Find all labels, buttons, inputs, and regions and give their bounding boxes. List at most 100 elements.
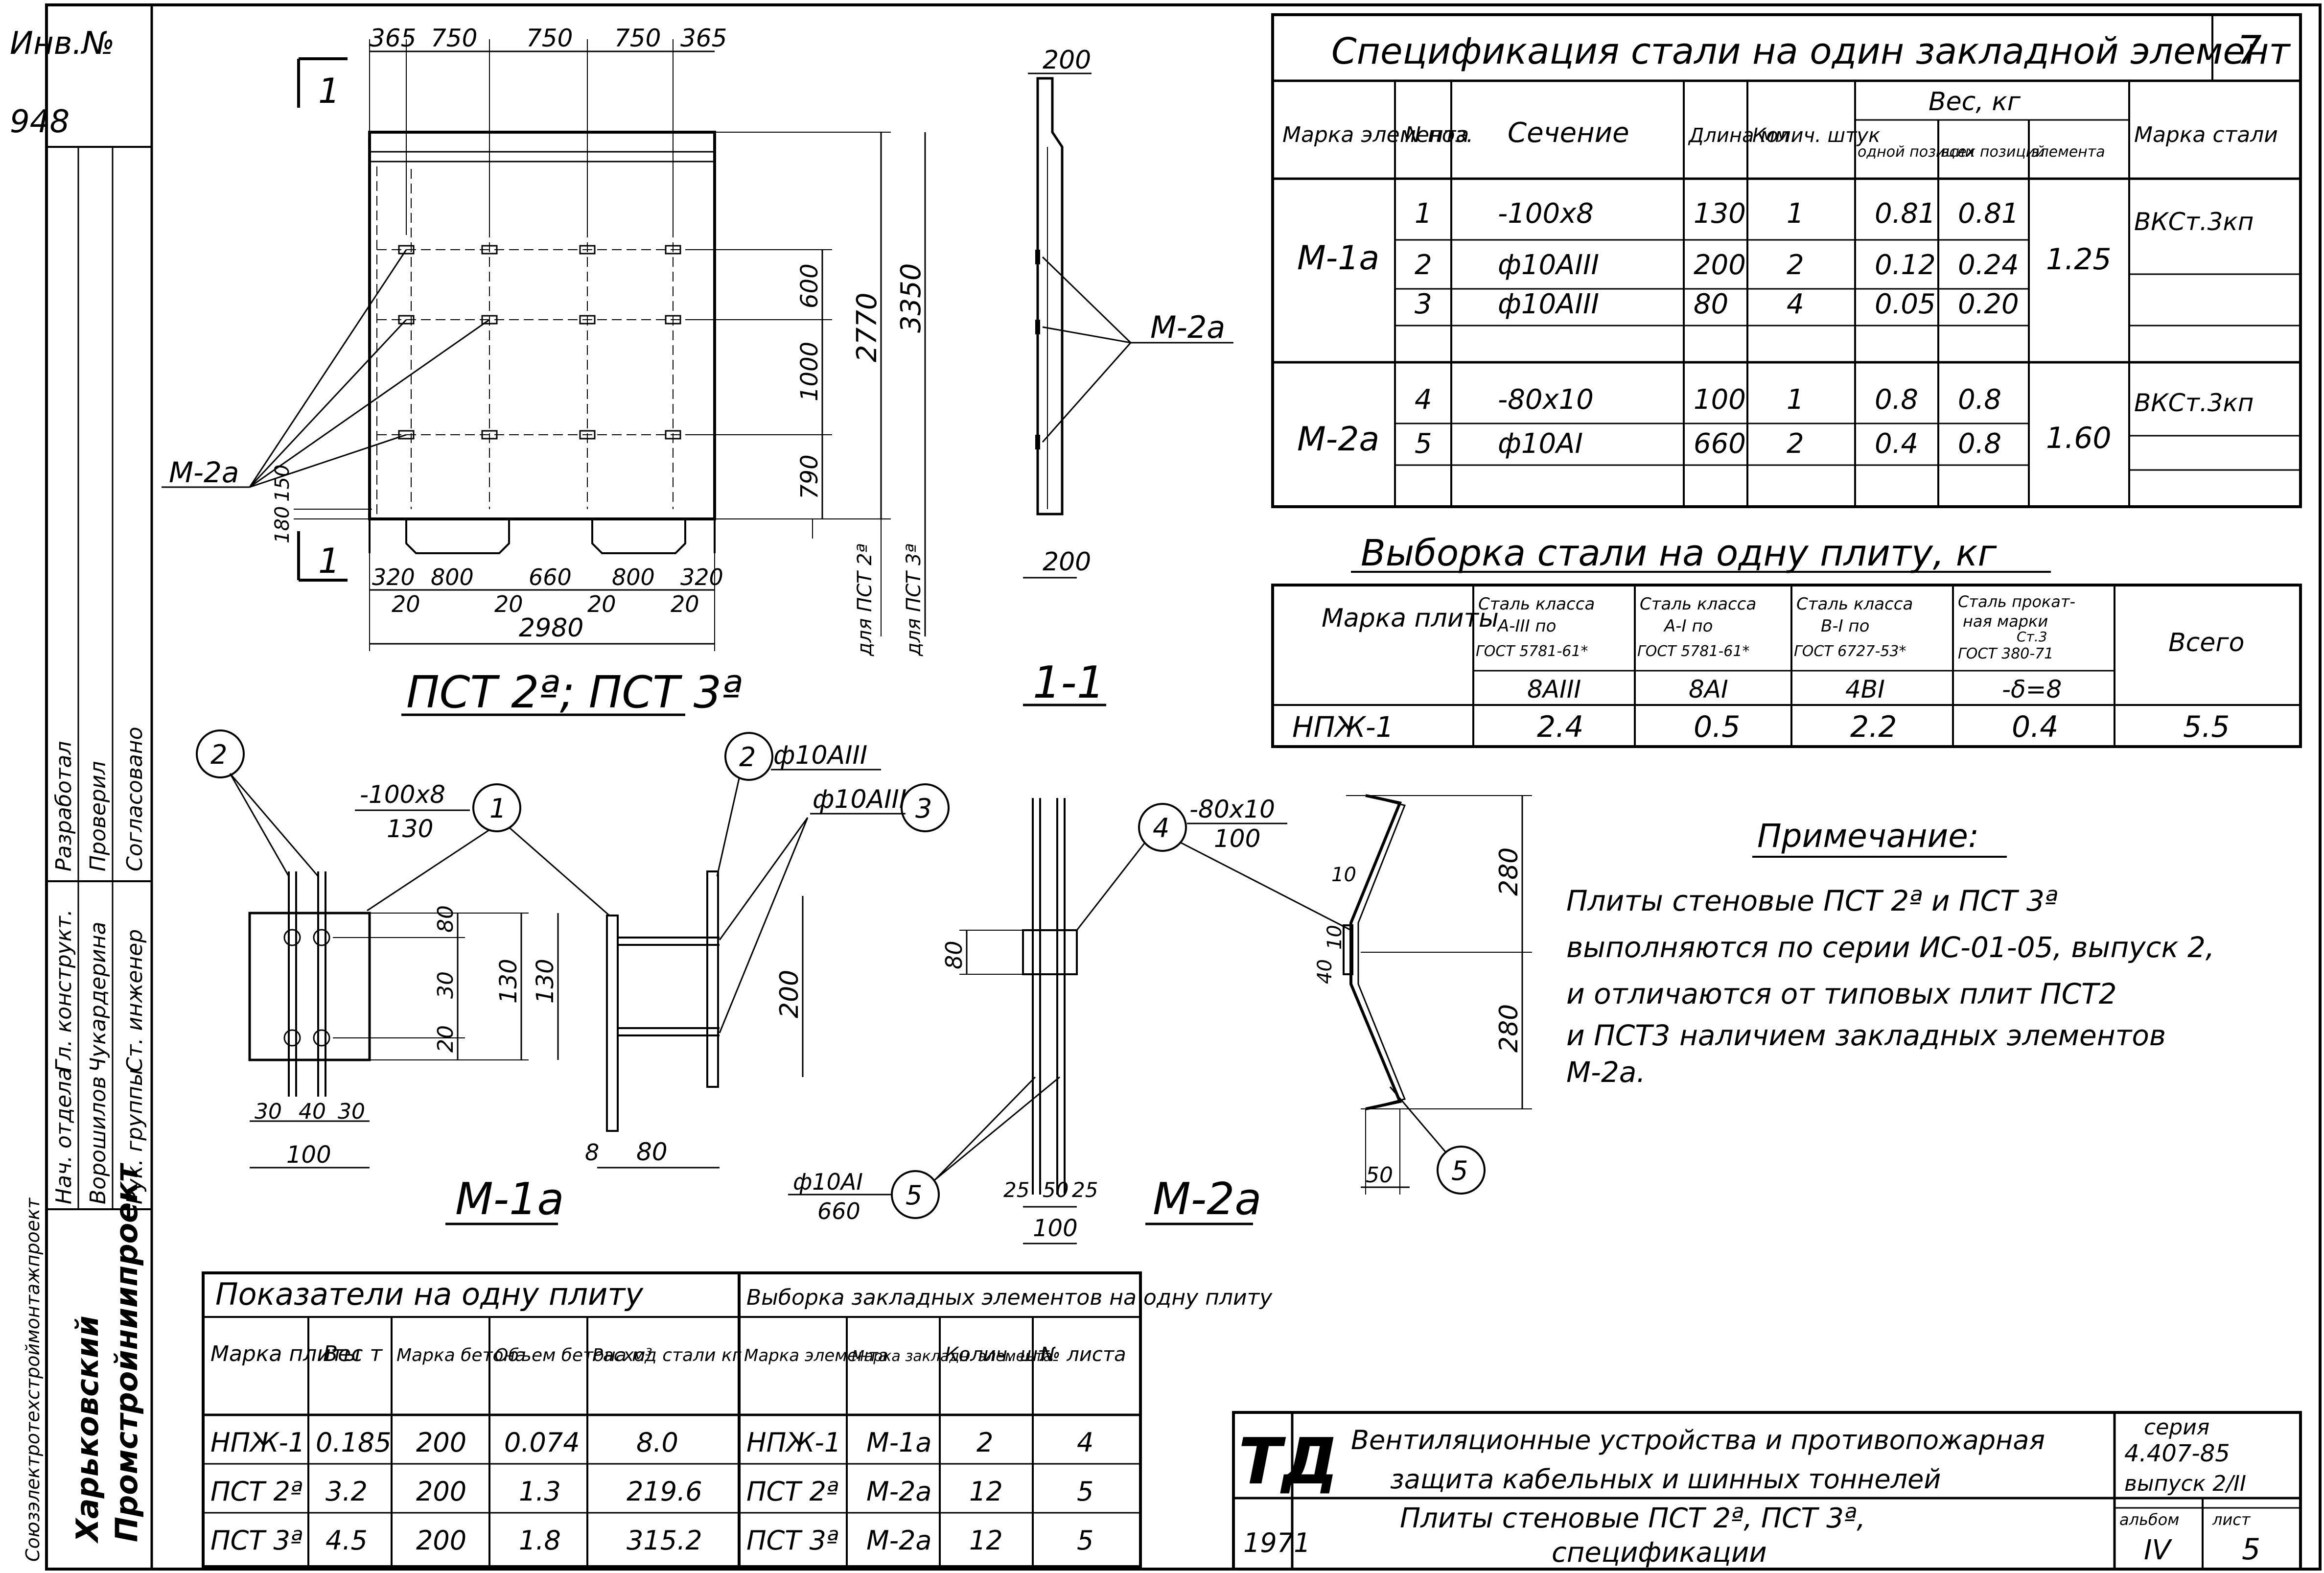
dim-right-3: 790 (796, 454, 823, 499)
ind-r2-c4: 1.3 (519, 1476, 561, 1507)
sel-sub-1: 8АIII (1527, 675, 1581, 704)
ind-title: Показатели на одну плиту (215, 1276, 644, 1312)
emb-r2-c4: 5 (1077, 1476, 1093, 1507)
steel-m2a: ВКСт.3кп (2134, 389, 2254, 417)
ind-r2-c1: ПСТ 2ª (210, 1476, 302, 1507)
sel-h1-b: А-III по (1497, 616, 1556, 636)
label-m2a-right: М-2а (1150, 309, 1225, 345)
ind-h-4: Объем бетона м³ (494, 1345, 652, 1365)
wall-1: 0.81 (1958, 198, 2019, 230)
sec-3: ф10АIII (1498, 288, 1599, 320)
role-2: Гл. конструкт. (51, 909, 76, 1072)
m1a-pos-2: 2 (210, 739, 227, 770)
dim-right-2: 1000 (796, 342, 823, 401)
emb-r3-c3: 12 (969, 1525, 1003, 1556)
sel-h3-b: В-I по (1821, 616, 1869, 636)
h-w-all: всех позиций (1941, 143, 2045, 161)
sel-h4-b: ная марки (1963, 612, 2048, 631)
role-1: Нач. отдела (51, 1068, 76, 1204)
m2a-pos-5: 5 (906, 1180, 922, 1211)
dim-top-4: 750 (614, 24, 661, 52)
wall-2: 0.24 (1958, 249, 2019, 281)
album-no: IV (2144, 1534, 2173, 1566)
main-title: ПСТ 2ª; ПСТ 3ª (406, 667, 742, 718)
elem-weight-m1a: 1.25 (2046, 242, 2112, 277)
m1a-bx-1: 30 (255, 1099, 282, 1124)
dim-top-3: 750 (526, 24, 573, 52)
sheet-label: лист (2212, 1510, 2251, 1529)
ind-h-2: Вес т (323, 1341, 383, 1366)
sec-5: ф10АI (1498, 428, 1583, 460)
sub-line-1: Плиты стеновые ПСТ 2ª, ПСТ 3ª, (1400, 1503, 1865, 1534)
h-section: Сечение (1508, 117, 1629, 149)
m1a-bx-2: 40 (299, 1099, 326, 1124)
sel-sub-2: 8АI (1689, 675, 1728, 704)
section-mark-bottom: 1 (318, 541, 340, 581)
emb-h-1: Марка элемента (744, 1346, 888, 1365)
sel-h4-d: ГОСТ 380-71 (1958, 645, 2053, 662)
dim-total: 2980 (519, 613, 583, 643)
dim-bot2-4: 20 (671, 591, 699, 617)
wone-2: 0.12 (1875, 249, 1936, 281)
h-steel: Марка стали (2134, 122, 2278, 147)
m1a-d80: 80 (433, 905, 458, 933)
role-3: Рук. группы (122, 1069, 147, 1204)
h-length: Длина мм (1688, 124, 1790, 147)
detail-m2a: 80 4 -80х10 100 ф10АI 660 5 25 50 25 100… (788, 794, 1532, 1244)
m2a-d10b: 10 (1324, 925, 1346, 950)
ind-r2-c2: 3.2 (325, 1476, 368, 1507)
dim-150: 150 (271, 465, 294, 502)
spec-title: Спецификация стали на один закладной эле… (1331, 30, 2291, 72)
h-w-elem: элемента (2031, 143, 2105, 161)
role-4: Ст. инженер (122, 929, 147, 1072)
spec-table: Спецификация стали на один закладной эле… (1271, 13, 2302, 508)
dim-top-5: 365 (680, 24, 727, 52)
emb-h-3: Колич. шт. (945, 1343, 1055, 1366)
h-pos: N поз. (1405, 122, 1473, 147)
steel-m1a: ВКСт.3кп (2134, 208, 2254, 236)
dim-top-2: 750 (431, 24, 477, 52)
len-4: 100 (1694, 384, 1746, 416)
section-title: 1-1 (1033, 657, 1105, 708)
h-mark: Марка элемента (1282, 122, 1469, 147)
wone-3: 0.05 (1875, 288, 1936, 320)
note-title: Примечание: (1757, 817, 1979, 855)
emb-r3-c4: 5 (1077, 1525, 1093, 1556)
ind-r3-c4: 1.8 (519, 1525, 561, 1556)
inv-number: 948 (10, 104, 70, 140)
sel-row-c3: 2.2 (1850, 710, 1897, 744)
note-line-3: и отличаются от типовых плит ПСТ2 (1566, 977, 2117, 1010)
ind-r1-c3: 200 (416, 1427, 466, 1458)
selection-table: Выборка стали на одну плиту, кг Марка пл… (1271, 532, 2302, 748)
sel-sub-4: -δ=8 (2002, 675, 2062, 704)
m1a-pl-len: 130 (387, 815, 433, 843)
sheet-no: 5 (2242, 1532, 2260, 1567)
sel-row-c2: 0.5 (1694, 710, 1740, 744)
ind-h-1: Марка плиты (210, 1341, 360, 1366)
note-line-5: М-2а. (1566, 1056, 1646, 1089)
emb-r2-c2: М-2а (866, 1476, 932, 1507)
m2a-pl: -80х10 (1189, 795, 1275, 823)
ind-r3-c2: 4.5 (325, 1525, 368, 1556)
emb-h-2: Марка закладн. элемента (852, 1348, 1052, 1365)
extra-2: Проверил (86, 761, 111, 871)
ind-r3-c1: ПСТ 3ª (210, 1525, 302, 1556)
dim-bot2-3: 20 (587, 591, 616, 617)
sel-h3-a: Сталь класса (1796, 594, 1913, 614)
series-no: 4.407-85 (2124, 1440, 2230, 1467)
pos-3: 3 (1415, 288, 1432, 320)
note-line-1: Плиты стеновые ПСТ 2ª и ПСТ 3ª (1566, 884, 2058, 917)
m1a-title: М-1а (455, 1174, 564, 1225)
sub-line-2: спецификации (1552, 1537, 1767, 1569)
mark-m2a: М-2а (1297, 420, 1379, 459)
ind-r3-c5: 315.2 (627, 1525, 702, 1556)
wall-4: 0.8 (1958, 384, 2001, 416)
emb-r3-c1: ПСТ 3ª (746, 1525, 838, 1556)
emb-r2-c3: 12 (969, 1476, 1003, 1507)
m2a-bar: ф10АI (793, 1169, 863, 1195)
m2a-pl-len: 100 (1214, 824, 1260, 853)
pos-4: 4 (1415, 384, 1432, 416)
m1a-pos-3: 3 (915, 793, 932, 824)
sel-row-c1: 2.4 (1537, 710, 1583, 744)
len-1: 130 (1694, 198, 1746, 230)
